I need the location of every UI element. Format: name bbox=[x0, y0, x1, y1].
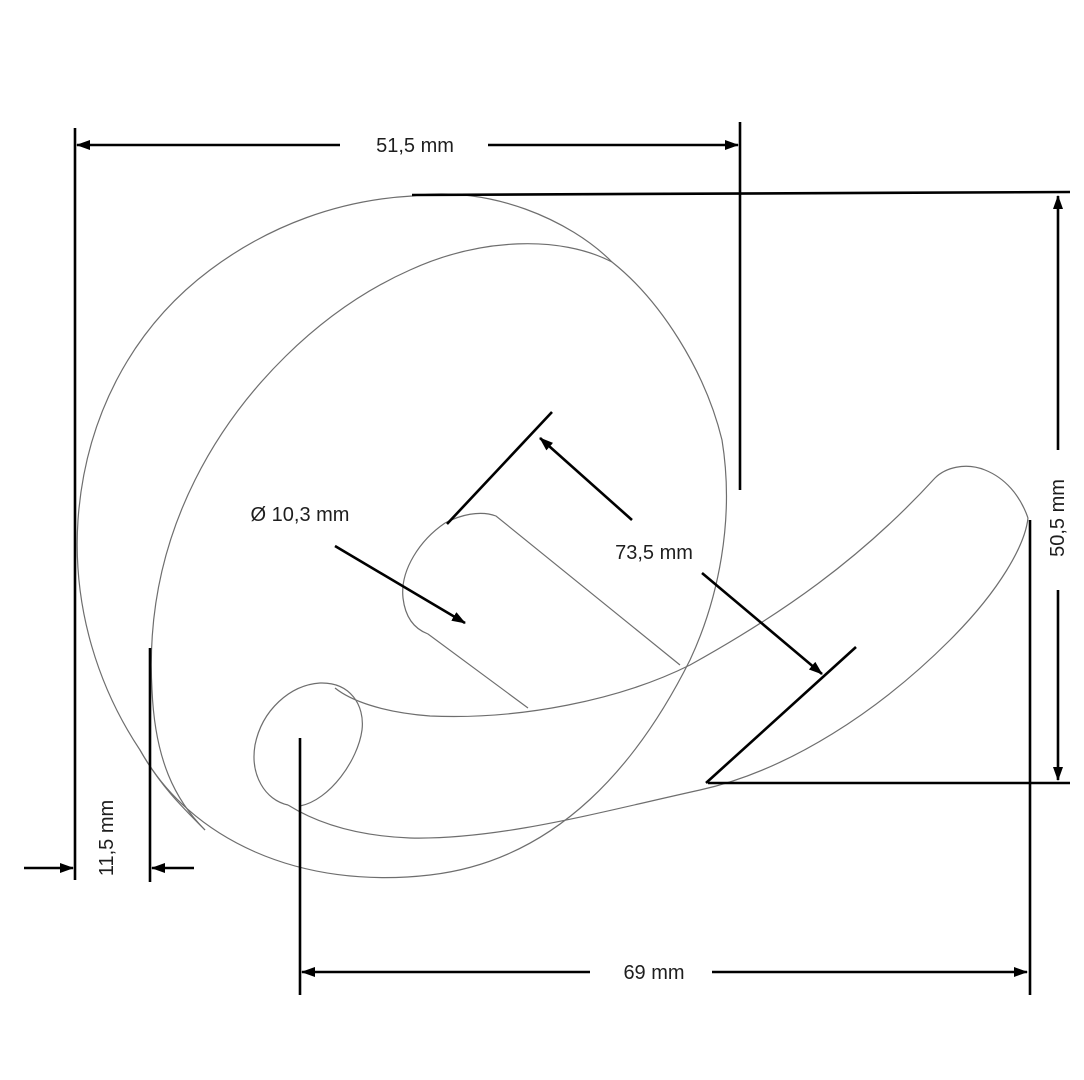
depth-back-extension bbox=[446, 411, 553, 525]
width-top-label: 51,5 mm bbox=[376, 135, 454, 157]
width-bottom-label: 69 mm bbox=[623, 962, 684, 984]
neck-top-contour bbox=[444, 512, 681, 666]
thickness-left-label: 11,5 mm bbox=[96, 800, 118, 876]
depth-arrow-back bbox=[539, 437, 633, 521]
hook-end-cap bbox=[253, 682, 363, 807]
height-top-extension bbox=[411, 190, 1071, 197]
dimension-lines bbox=[24, 122, 1071, 995]
hook-outline bbox=[76, 193, 1029, 879]
base-plate-front-contour bbox=[150, 243, 613, 831]
neck-face-contour bbox=[402, 522, 529, 709]
base-plate-outer-contour bbox=[76, 193, 728, 879]
height-right-label: 50,5 mm bbox=[1047, 479, 1069, 557]
diameter-leader-arrow bbox=[334, 544, 466, 625]
base-plate-side-edge bbox=[139, 749, 206, 831]
hook-arm-lower-contour bbox=[287, 517, 1029, 839]
depth-arrow-front bbox=[701, 572, 823, 675]
diameter-label: Ø 10,3 mm bbox=[251, 504, 350, 526]
depth-diagonal-label: 73,5 mm bbox=[615, 542, 693, 564]
dimension-labels: 51,5 mm 50,5 mm Ø 10,3 mm 73,5 mm 11,5 m… bbox=[96, 135, 1069, 984]
hook-arm-upper-contour bbox=[334, 465, 1029, 718]
depth-front-extension bbox=[705, 646, 857, 784]
